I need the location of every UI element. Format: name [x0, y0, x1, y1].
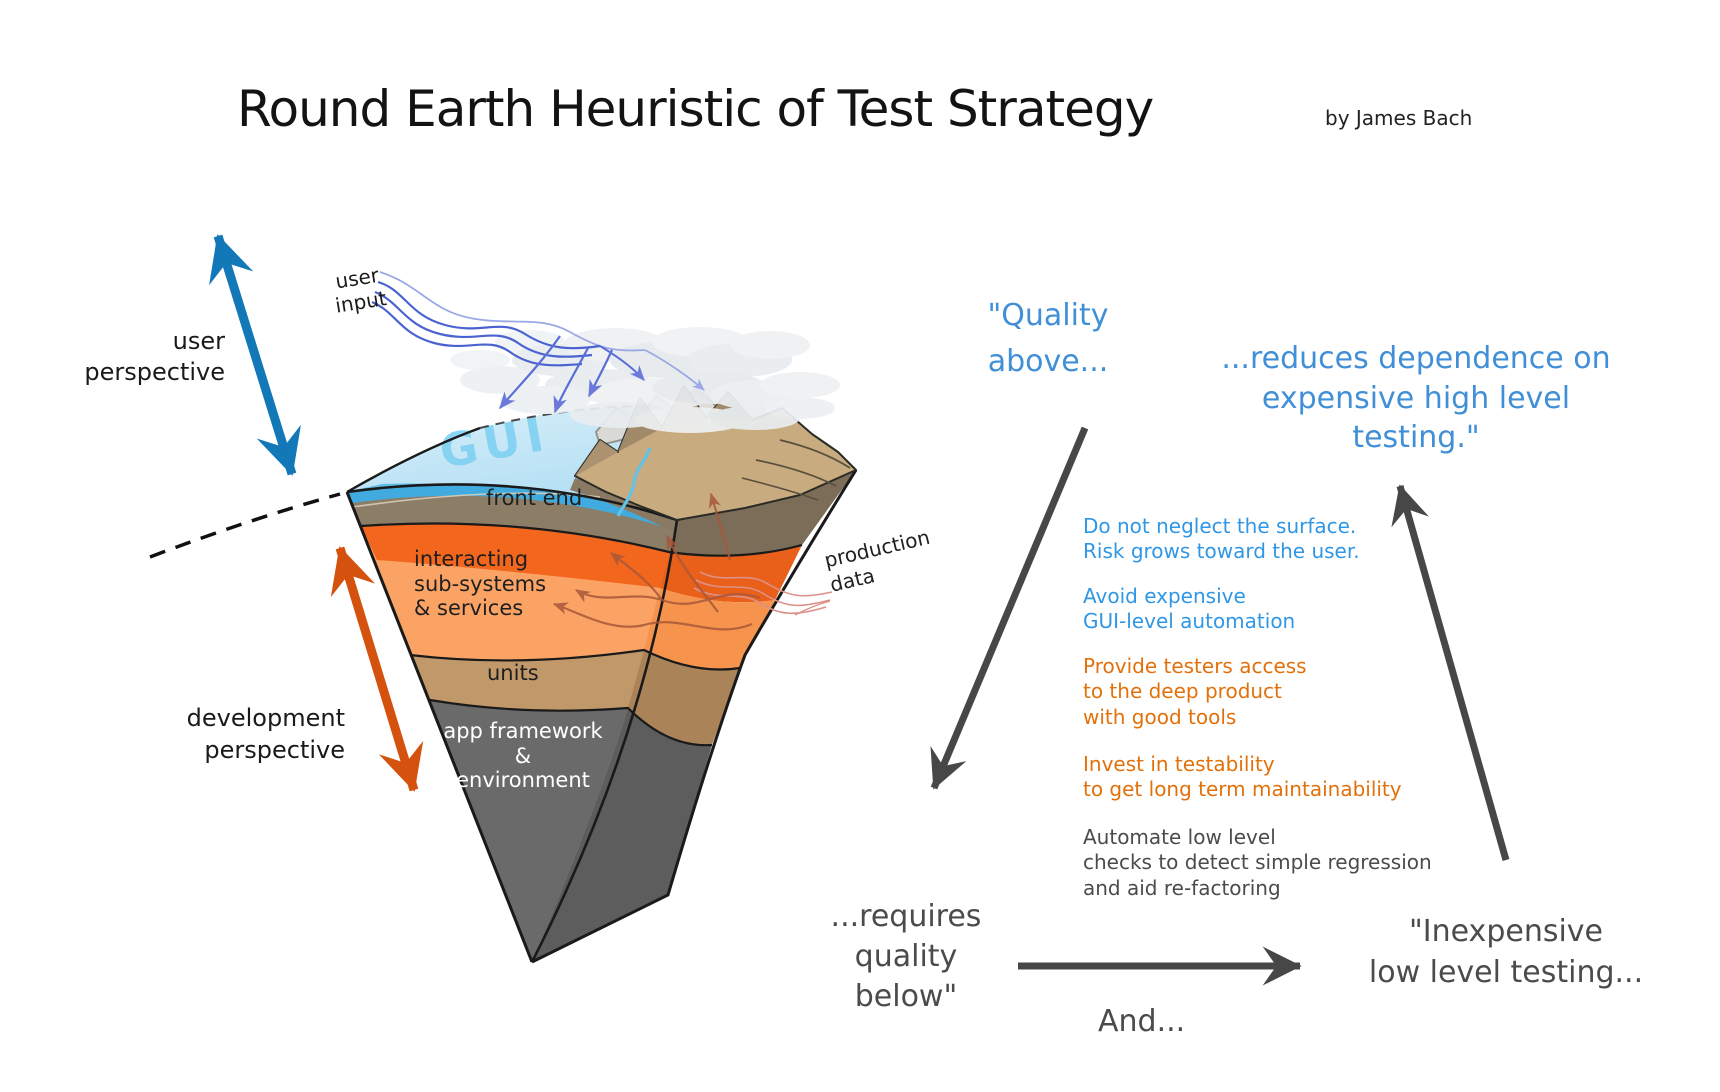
earth-curvature-dashed-line	[149, 492, 341, 559]
arrow-quality-above-down	[930, 426, 1089, 790]
development-perspective-arrow	[330, 546, 424, 792]
layer-label-framework: app framework & environment	[443, 719, 603, 792]
quote-requires-quality-below: ...requires quality below"	[830, 899, 982, 1014]
and-label: And...	[1098, 1004, 1186, 1039]
author-byline: by James Bach	[1325, 106, 1473, 130]
bullet-invest-in-testability: Invest in testability to get long term m…	[1083, 752, 1402, 802]
quote-quality-above: "Quality above...	[987, 298, 1109, 379]
layer-label-subsystems: interacting sub-systems & services	[414, 547, 547, 620]
bullet-automate-low-level: Automate low level checks to detect simp…	[1083, 825, 1432, 900]
layer-label-units: units	[487, 661, 539, 685]
earth-wedge-illustration: GUI	[345, 271, 858, 964]
river	[616, 447, 652, 517]
page-title: Round Earth Heuristic of Test Strategy	[237, 80, 1154, 138]
user-input-streams	[371, 271, 705, 414]
user-perspective-arrow	[209, 234, 301, 476]
user-perspective-label: user perspective	[84, 327, 225, 386]
bullet-provide-testers-access: Provide testers access to the deep produ…	[1083, 654, 1307, 729]
bullet-avoid-expensive: Avoid expensive GUI-level automation	[1083, 584, 1296, 634]
quote-inexpensive-low-level: "Inexpensive low level testing...	[1368, 914, 1644, 990]
development-perspective-label: development perspective	[186, 704, 345, 764]
arrow-low-level-up	[1391, 484, 1510, 861]
internal-data-arrows	[552, 492, 761, 631]
bullet-do-not-neglect: Do not neglect the surface. Risk grows t…	[1083, 514, 1360, 564]
production-data-streams	[693, 571, 833, 616]
quote-reduces-dependence: ...reduces dependence on expensive high …	[1221, 341, 1611, 455]
layer-label-front-end: front end	[486, 486, 583, 510]
